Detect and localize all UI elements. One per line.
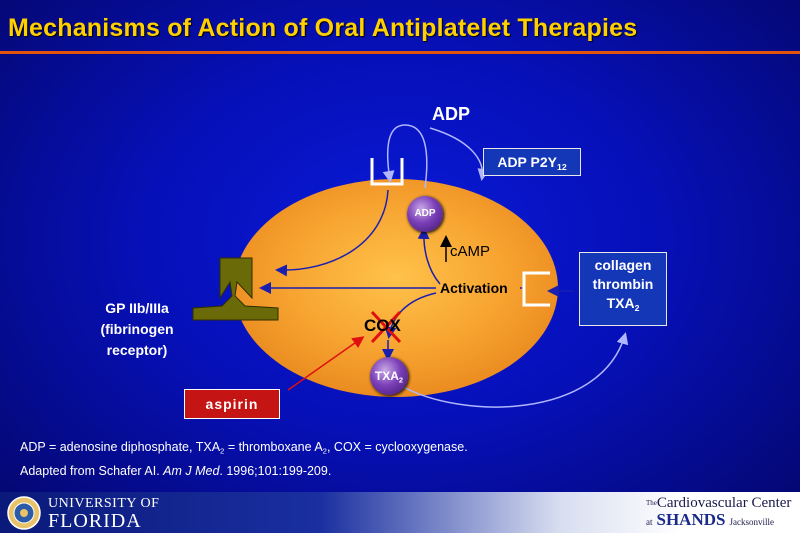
aspirin-arrow (287, 336, 365, 391)
gp-label-line1: GP IIb/IIIa (105, 300, 169, 316)
footnote-part: ADP = adenosine diphosphate, TXA (20, 440, 221, 454)
txa2-molecule-subscript: 2 (398, 375, 404, 385)
cv-logo-the: The (646, 499, 657, 507)
agonist-txa2-label: TXA (606, 295, 635, 311)
adp-molecule-label: ADP (414, 208, 436, 219)
agonists-box: collagen thrombin TXA2 (579, 252, 667, 326)
p2y12-label: ADP P2Y (497, 154, 557, 170)
footnote-part: = thromboxane A (224, 440, 323, 454)
abbreviations-footnote: ADP = adenosine diphosphate, TXA2 = thro… (20, 440, 468, 456)
cv-logo-at: at (646, 517, 653, 527)
adp-to-receptor-arrow (429, 127, 490, 181)
gp-receptor (192, 257, 279, 321)
activation-label: Activation (440, 280, 508, 296)
adp-release-arrow (382, 124, 428, 189)
agonist-txa2-subscript: 2 (634, 303, 640, 314)
agonist-receptor (522, 271, 550, 307)
p2y12-label-box: ADP P2Y12 (483, 148, 581, 176)
cox-label: COX (364, 316, 401, 335)
txa2-molecule: TXA2 (370, 357, 408, 395)
camp-label: cAMP (450, 243, 491, 260)
cv-logo-city: Jacksonville (729, 517, 774, 527)
source-footnote: Adapted from Schafer AI. Am J Med. 1996;… (20, 464, 331, 478)
cv-center-logo: TheCardiovascular Center at SHANDS Jacks… (646, 495, 796, 531)
gp-label-line2: (fibrinogen (100, 321, 174, 337)
uf-logo-text: UNIVERSITY OF FLORIDA (48, 496, 159, 531)
gp-label: GP IIb/IIIa (fibrinogen receptor) (84, 298, 190, 361)
footnote-part: . 1996;101:199-209. (219, 464, 332, 478)
title-divider (0, 51, 800, 54)
uf-logo-line2: FLORIDA (48, 510, 142, 532)
cv-logo-line1: TheCardiovascular Center (646, 495, 796, 511)
cv-logo-line2: at SHANDS Jacksonville (646, 511, 796, 531)
txa2-molecule-label: TXA (374, 369, 399, 383)
footer-bar: UNIVERSITY OF FLORIDA TheCardiovascular … (0, 492, 800, 533)
p2y12-subscript: 12 (557, 162, 567, 173)
uf-logo-line1: UNIVERSITY OF (48, 496, 160, 511)
aspirin-box: aspirin (184, 389, 280, 419)
adp-molecule: ADP (407, 196, 443, 232)
footnote-journal: Am J Med (163, 464, 220, 478)
txa2-release-arrow (399, 332, 629, 408)
slide-title: Mechanisms of Action of Oral Antiplatele… (8, 14, 638, 42)
adp-label: ADP (432, 104, 471, 124)
agonist-thrombin: thrombin (592, 276, 654, 292)
cv-logo-shands: SHANDS (656, 510, 726, 529)
receptor-to-gp-arrow (275, 189, 389, 277)
footnote-subscript: 2 (220, 446, 225, 456)
footnote-part: , COX = cyclooxygenase. (326, 440, 468, 454)
gp-label-line3: receptor) (106, 342, 168, 358)
aspirin-label: aspirin (205, 396, 259, 412)
cv-logo-name: Cardiovascular Center (656, 495, 792, 511)
uf-seal-icon (7, 496, 41, 530)
footnote-part: Adapted from Schafer AI. (20, 464, 164, 478)
agonist-txa2: TXA2 (580, 294, 666, 318)
activation-to-adp-arrow (417, 227, 441, 285)
p2y12-receptor (370, 158, 404, 186)
footnote-subscript: 2 (322, 446, 327, 456)
agonist-collagen: collagen (594, 257, 652, 273)
cox-inhibition-x (370, 310, 402, 344)
